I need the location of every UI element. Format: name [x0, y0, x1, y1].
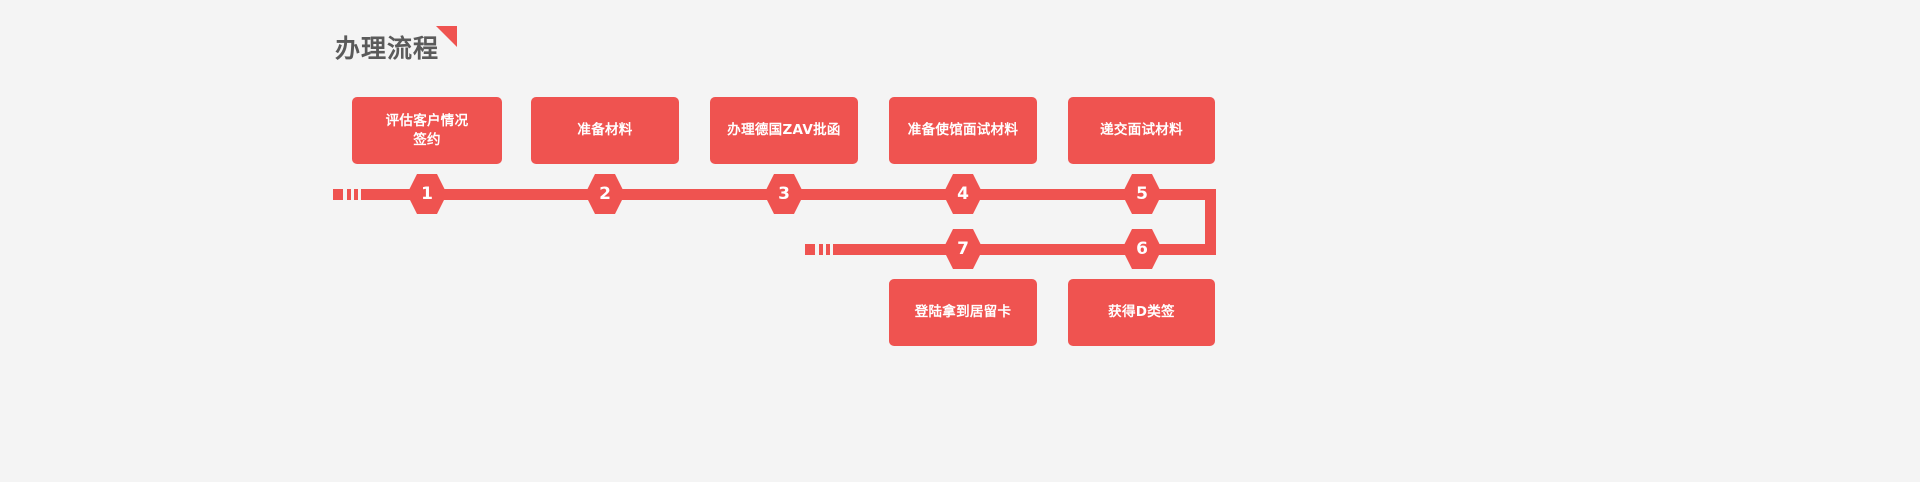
page-title-text: 办理流程 [335, 34, 440, 63]
timeline-track-row2 [833, 244, 1216, 255]
uturn-vertical-segment [1205, 189, 1216, 255]
process-box-label: 评估客户情况签约 [385, 112, 469, 148]
timeline-lead-dash-2 [347, 189, 351, 200]
timeline-marker-7: 7 [943, 229, 983, 269]
process-box-step-4: 准备使馆面试材料 [889, 97, 1037, 164]
triangle-corner-icon [436, 26, 458, 47]
timeline-marker-3: 3 [764, 174, 804, 214]
timeline-lead2-dash-1 [805, 244, 815, 255]
process-box-step-5: 递交面试材料 [1068, 97, 1215, 164]
timeline-lead2-dash-2 [819, 244, 823, 255]
timeline-lead-dash-3 [354, 189, 358, 200]
page-title: 办理流程 [335, 26, 458, 66]
timeline-lead2-dash-3 [826, 244, 830, 255]
uturn-top-segment [1150, 189, 1216, 200]
process-box-step-3: 办理德国ZAV批函 [710, 97, 858, 164]
process-box-step-7: 登陆拿到居留卡 [889, 279, 1037, 346]
timeline-marker-4: 4 [943, 174, 983, 214]
process-box-step-6: 获得D类签 [1068, 279, 1215, 346]
timeline-marker-6: 6 [1122, 229, 1162, 269]
timeline-lead-dash-1 [333, 189, 343, 200]
process-box-step-2: 准备材料 [531, 97, 679, 164]
timeline-marker-2: 2 [585, 174, 625, 214]
process-box-step-1: 评估客户情况签约 [352, 97, 502, 164]
timeline-marker-1: 1 [407, 174, 447, 214]
